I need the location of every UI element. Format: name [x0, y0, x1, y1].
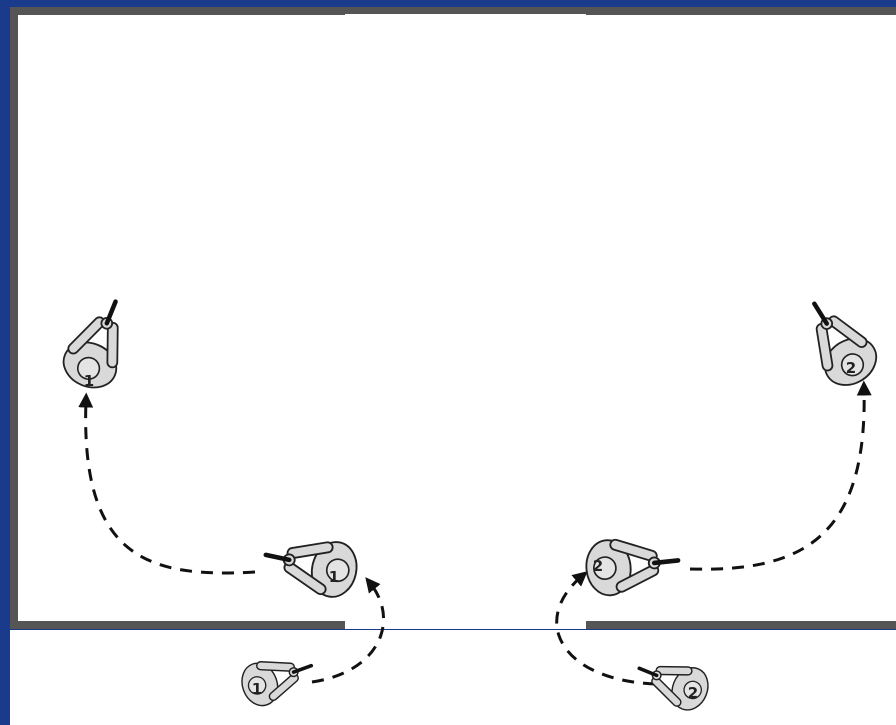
path-1-entry [311, 577, 386, 684]
soldier-1-final-label: 1 [84, 372, 94, 390]
soldier-2-entry-label: 2 [688, 684, 698, 702]
outside-area [10, 630, 896, 725]
path-2-entry [555, 571, 656, 686]
soldier-2-mid-label: 2 [593, 557, 603, 575]
path-2-sweep [689, 380, 872, 571]
soldier-1-mid-label: 1 [329, 568, 339, 586]
path-1-sweep [78, 392, 256, 575]
room-wall-left-top [10, 7, 896, 625]
soldier-2-final-label: 2 [846, 359, 856, 377]
room-interior-fill [18, 15, 896, 621]
soldier-1-entry-label: 1 [252, 680, 262, 698]
